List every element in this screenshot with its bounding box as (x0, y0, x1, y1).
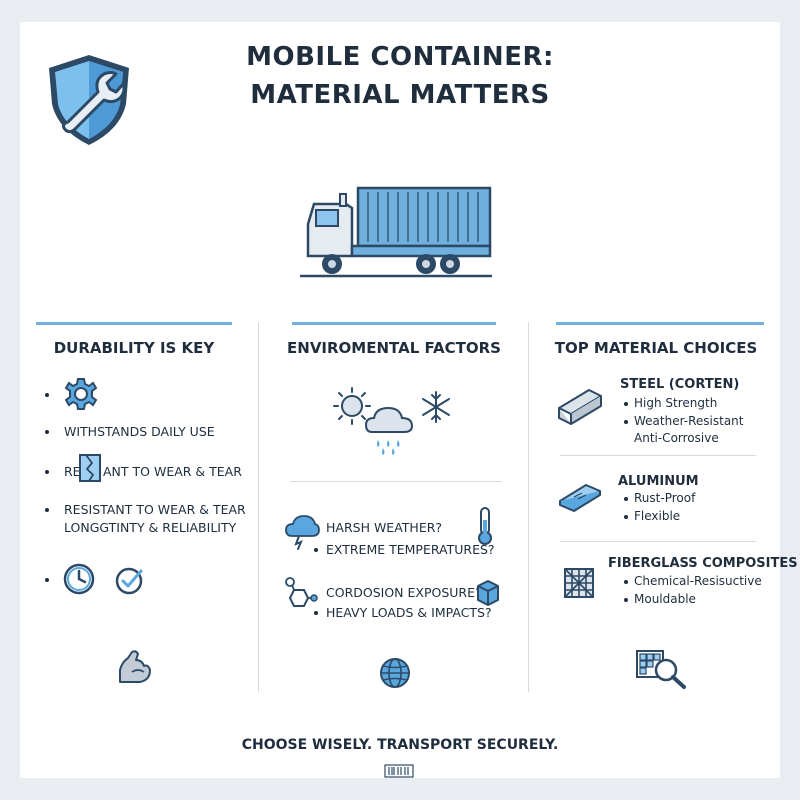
column-divider (528, 322, 529, 692)
barcode-icon (384, 764, 414, 778)
bullet (314, 611, 318, 615)
bullet (624, 515, 628, 519)
bullet (314, 548, 318, 552)
bullet (45, 430, 49, 434)
cracked-panel-icon (79, 454, 101, 482)
material-point: Flexible (634, 509, 681, 523)
section-divider (560, 541, 756, 542)
durability-item: LONGGTINTY & RELIABILITY (64, 520, 237, 535)
material-point: Rust-Proof (634, 491, 696, 505)
steel-beam-icon (558, 389, 602, 425)
storm-cloud-icon (285, 515, 320, 550)
column-accent-bar (556, 322, 764, 325)
bullet (624, 497, 628, 501)
bullet (624, 598, 628, 602)
environment-item: CORDOSION EXPOSURE? (326, 585, 482, 600)
material-name: ALUMINUM (618, 474, 699, 489)
bullet (45, 470, 49, 474)
bullet (624, 420, 628, 424)
page-title: MOBILE CONTAINER: MATERIAL MATTERS (246, 42, 554, 110)
snowflake-icon (422, 391, 450, 423)
column-accent-bar (292, 322, 496, 325)
column-divider (258, 322, 259, 692)
cargo-box-icon (477, 580, 499, 606)
inspection-magnifier-icon (636, 650, 686, 689)
globe-icon (380, 658, 410, 688)
checkmark-icon (115, 567, 143, 595)
bullet (624, 402, 628, 406)
shield-wrench-icon (49, 55, 129, 145)
bullet (45, 578, 49, 582)
section-divider (560, 455, 756, 456)
durability-item: WITHSTANDS DAILY USE (64, 424, 215, 439)
fiberglass-mesh-icon (564, 568, 594, 598)
column-accent-bar (36, 322, 232, 325)
material-point: Weather-Resistant (634, 414, 744, 428)
material-point: Mouldable (634, 592, 696, 606)
thermometer-icon (478, 507, 492, 545)
aluminum-bar-icon (559, 484, 601, 512)
footer-tagline: CHOOSE WISELY. TRANSPORT SECURELY. (241, 737, 559, 753)
durability-heading: DURABILITY IS KEY (53, 339, 215, 357)
durability-item: RESISTANT TO WEAR & TEAR (64, 502, 246, 517)
clock-icon (63, 563, 95, 595)
material-point: Anti-Corrosive (634, 431, 719, 445)
environment-item: HEAVY LOADS & IMPACTS? (326, 605, 492, 620)
material-point: Chemical-Resisuctive (634, 574, 762, 588)
section-divider (290, 481, 502, 482)
material-name: FIBERGLASS COMPOSITES (608, 556, 798, 571)
material-point: High Strength (634, 396, 718, 410)
weather-icons (333, 387, 450, 455)
bullet (45, 508, 49, 512)
materials-heading: TOP MATERIAL CHOICES (554, 339, 758, 357)
environment-heading: ENVIROMENTAL FACTORS (287, 339, 501, 357)
gear-icon (64, 378, 98, 410)
bullet (45, 393, 49, 397)
rain-cloud-icon (364, 406, 414, 455)
corrosion-molecule-icon (285, 577, 318, 607)
sun-icon (333, 387, 371, 425)
environment-item: HARSH WEATHER? (326, 520, 443, 535)
bullet (624, 580, 628, 584)
material-name: STEEL (CORTEN) (620, 377, 740, 392)
environment-item: EXTREME TEMPERATURES? (326, 542, 495, 557)
strength-arm-icon (119, 650, 151, 683)
container-truck-icon (300, 186, 492, 278)
durability-item: ANT TO WEAR & TEAR (103, 464, 242, 479)
